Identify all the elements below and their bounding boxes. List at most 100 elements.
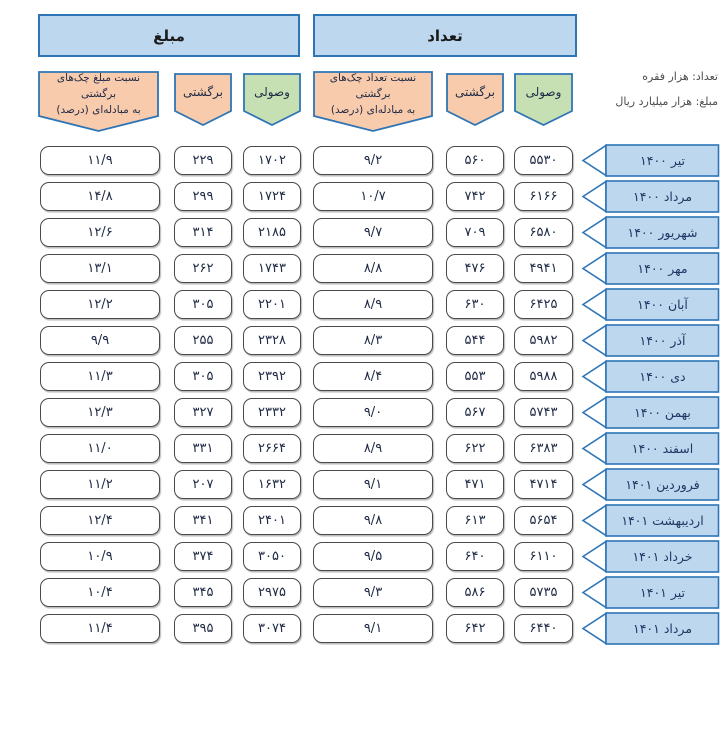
pentagon-down-icon <box>38 71 159 132</box>
month-arrow: فروردین ۱۴۰۱ <box>581 468 720 501</box>
count-ratio-value: ۹/۱ <box>313 614 433 643</box>
chevron-left-icon <box>581 144 720 177</box>
table-row: ۱۱/۲ ۲۰۷ ۱۶۳۲ ۹/۱ ۴۷۱ ۴۷۱۴ فروردین ۱۴۰۱ <box>0 468 725 501</box>
count-returned-value: ۷۰۹ <box>446 218 504 247</box>
amount-returned-value: ۳۳۱ <box>174 434 232 463</box>
count-returned-value: ۴۷۱ <box>446 470 504 499</box>
column-header-amount-received-label: وصولی <box>254 85 290 99</box>
chevron-left-icon <box>581 216 720 249</box>
amount-ratio-value: ۱۴/۸ <box>40 182 160 211</box>
pentagon-down-icon <box>243 73 301 126</box>
column-header-count-returned: برگشتی <box>446 73 504 126</box>
amount-returned-value: ۳۹۵ <box>174 614 232 643</box>
count-returned-value: ۶۲۲ <box>446 434 504 463</box>
amount-ratio-value: ۱۱/۲ <box>40 470 160 499</box>
chevron-left-icon <box>581 468 720 501</box>
table-row: ۱۲/۳ ۳۲۷ ۲۳۳۲ ۹/۰ ۵۶۷ ۵۷۴۳ بهمن ۱۴۰۰ <box>0 396 725 429</box>
amount-ratio-value: ۱۲/۳ <box>40 398 160 427</box>
amount-received-value: ۲۳۳۲ <box>243 398 301 427</box>
chevron-left-icon <box>581 180 720 213</box>
amount-ratio-value: ۱۱/۴ <box>40 614 160 643</box>
unit-notes: تعداد: هزار فقره مبلغ: هزار میلیارد ریال <box>598 64 718 114</box>
amount-returned-value: ۳۱۴ <box>174 218 232 247</box>
column-header-amount-returned-label: برگشتی <box>183 85 224 99</box>
amount-received-value: ۲۳۹۲ <box>243 362 301 391</box>
amount-received-value: ۲۴۰۱ <box>243 506 301 535</box>
count-returned-value: ۵۴۴ <box>446 326 504 355</box>
month-arrow: تیر ۱۴۰۰ <box>581 144 720 177</box>
amount-ratio-value: ۱۰/۹ <box>40 542 160 571</box>
amount-returned-value: ۲۵۵ <box>174 326 232 355</box>
count-ratio-value: ۸/۴ <box>313 362 433 391</box>
table-row: ۹/۹ ۲۵۵ ۲۳۲۸ ۸/۳ ۵۴۴ ۵۹۸۲ آذر ۱۴۰۰ <box>0 324 725 357</box>
count-returned-value: ۶۳۰ <box>446 290 504 319</box>
month-arrow: اسفند ۱۴۰۰ <box>581 432 720 465</box>
amount-returned-value: ۳۰۵ <box>174 290 232 319</box>
month-label: فروردین ۱۴۰۱ <box>625 477 700 492</box>
month-label: بهمن ۱۴۰۰ <box>634 405 691 420</box>
pentagon-down-icon <box>313 71 433 132</box>
amount-received-value: ۱۶۳۲ <box>243 470 301 499</box>
rows: ۱۱/۹ ۲۲۹ ۱۷۰۲ ۹/۲ ۵۶۰ ۵۵۳۰ تیر ۱۴۰۰ ۱۴/۸… <box>0 144 725 650</box>
count-received-value: ۶۵۸۰ <box>514 218 573 247</box>
count-returned-value: ۵۶۷ <box>446 398 504 427</box>
chevron-left-icon <box>581 576 720 609</box>
month-label: شهریور ۱۴۰۰ <box>627 225 698 240</box>
group-title-amount: مبلغ <box>38 14 300 57</box>
amount-received-value: ۲۶۶۴ <box>243 434 301 463</box>
amount-received-value: ۱۷۰۲ <box>243 146 301 175</box>
count-ratio-value: ۹/۳ <box>313 578 433 607</box>
month-label: خرداد ۱۴۰۱ <box>632 549 693 564</box>
column-header-amount-ratio-line2: به مبادله‌ای (درصد) <box>56 104 141 116</box>
column-header-count-ratio: نسبت تعداد چک‌های برگشتی به مبادله‌ای (د… <box>313 71 433 132</box>
amount-received-value: ۲۱۸۵ <box>243 218 301 247</box>
column-header-count-ratio-line2: به مبادله‌ای (درصد) <box>330 104 416 116</box>
count-ratio-value: ۸/۹ <box>313 434 433 463</box>
count-ratio-value: ۹/۲ <box>313 146 433 175</box>
chevron-left-icon <box>581 540 720 573</box>
count-received-value: ۶۴۴۰ <box>514 614 573 643</box>
amount-received-value: ۱۷۲۴ <box>243 182 301 211</box>
month-arrow: مرداد ۱۴۰۱ <box>581 612 720 645</box>
month-arrow: خرداد ۱۴۰۱ <box>581 540 720 573</box>
count-returned-value: ۶۱۳ <box>446 506 504 535</box>
amount-received-value: ۲۹۷۵ <box>243 578 301 607</box>
amount-received-value: ۳۰۷۴ <box>243 614 301 643</box>
count-received-value: ۵۵۳۰ <box>514 146 573 175</box>
count-ratio-value: ۸/۸ <box>313 254 433 283</box>
table-row: ۱۱/۹ ۲۲۹ ۱۷۰۲ ۹/۲ ۵۶۰ ۵۵۳۰ تیر ۱۴۰۰ <box>0 144 725 177</box>
count-returned-value: ۵۸۶ <box>446 578 504 607</box>
amount-received-value: ۲۲۰۱ <box>243 290 301 319</box>
column-header-amount-received: وصولی <box>243 73 301 126</box>
chevron-left-icon <box>581 360 720 393</box>
amount-ratio-value: ۱۱/۳ <box>40 362 160 391</box>
month-arrow: آبان ۱۴۰۰ <box>581 288 720 321</box>
amount-returned-value: ۲۰۷ <box>174 470 232 499</box>
count-returned-value: ۷۴۲ <box>446 182 504 211</box>
amount-returned-value: ۲۹۹ <box>174 182 232 211</box>
amount-returned-value: ۲۲۹ <box>174 146 232 175</box>
amount-returned-value: ۲۶۲ <box>174 254 232 283</box>
table-row: ۱۴/۸ ۲۹۹ ۱۷۲۴ ۱۰/۷ ۷۴۲ ۶۱۶۶ مرداد ۱۴۰۰ <box>0 180 725 213</box>
unit-note-count: تعداد: هزار فقره <box>642 70 718 83</box>
chevron-left-icon <box>581 288 720 321</box>
column-header-count-received: وصولی <box>514 73 573 126</box>
column-header-count-received-label: وصولی <box>525 85 562 99</box>
month-label: تیر ۱۴۰۰ <box>640 153 685 168</box>
column-header-amount-returned: برگشتی <box>174 73 232 126</box>
amount-returned-value: ۳۴۵ <box>174 578 232 607</box>
chevron-left-icon <box>581 504 720 537</box>
count-returned-value: ۶۴۰ <box>446 542 504 571</box>
month-label: تیر ۱۴۰۱ <box>640 585 685 600</box>
amount-returned-value: ۳۷۴ <box>174 542 232 571</box>
count-received-value: ۶۱۶۶ <box>514 182 573 211</box>
table-row: ۱۱/۴ ۳۹۵ ۳۰۷۴ ۹/۱ ۶۴۲ ۶۴۴۰ مرداد ۱۴۰۱ <box>0 612 725 645</box>
group-title-amount-label: مبلغ <box>153 26 185 45</box>
table-row: ۱۰/۹ ۳۷۴ ۳۰۵۰ ۹/۵ ۶۴۰ ۶۱۱۰ خرداد ۱۴۰۱ <box>0 540 725 573</box>
table-row: ۱۲/۲ ۳۰۵ ۲۲۰۱ ۸/۹ ۶۳۰ ۶۴۲۵ آبان ۱۴۰۰ <box>0 288 725 321</box>
amount-returned-value: ۳۴۱ <box>174 506 232 535</box>
table-row: ۱۳/۱ ۲۶۲ ۱۷۴۳ ۸/۸ ۴۷۶ ۴۹۴۱ مهر ۱۴۰۰ <box>0 252 725 285</box>
amount-returned-value: ۳۲۷ <box>174 398 232 427</box>
amount-ratio-value: ۱۲/۴ <box>40 506 160 535</box>
count-received-value: ۴۹۴۱ <box>514 254 573 283</box>
